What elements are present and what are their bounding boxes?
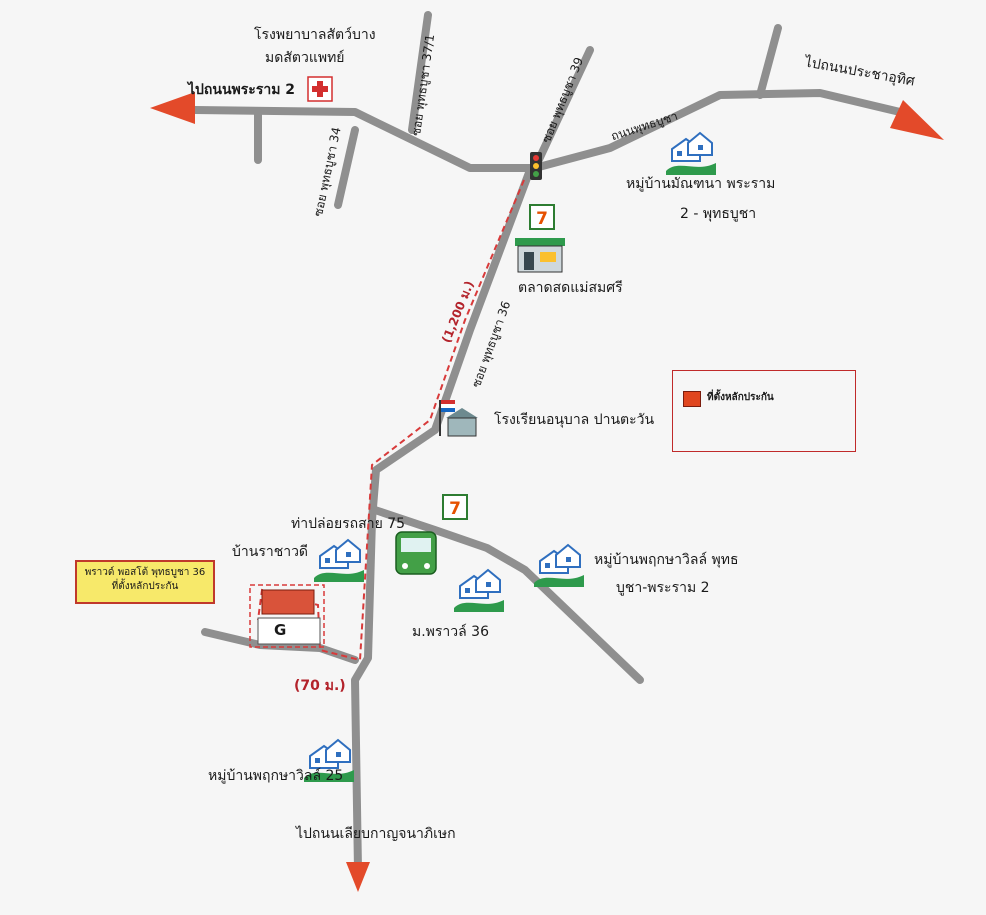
road-soi-39 [531,46,594,172]
label-bus-terminal: ท่าปล่อยรถสาย 75 [291,516,406,532]
label-village-pruksa-2: บูชา-พระราม 2 [616,580,710,596]
arrow-icon-down [346,862,370,892]
road-north-branch [756,24,782,99]
callout-line1: พราวด์ พอสโต้ พุทธบูชา 36 [84,567,206,578]
house-icon [453,569,505,613]
arrow-icon-right [890,100,944,140]
label-school: โรงเรียนอนุบาล ปานตะวัน [494,412,655,428]
house-icon [313,539,365,583]
collateral-plot [249,584,325,648]
traffic-light-icon [530,152,542,180]
house-icon [665,132,717,176]
legend-swatch [683,391,701,407]
house-icon [533,544,585,588]
label-market: ตลาดสดแม่สมศรี [518,280,623,296]
legend-label: ที่ตั้งหลักประกัน [707,392,774,403]
seven-eleven-icon: 7 [442,494,468,520]
bus-icon [395,531,437,575]
road-east-branch [371,506,644,684]
label-village-pruksa-1: หมู่บ้านพฤกษาวิลล์ พุทธ [594,552,739,568]
label-to-kanchana: ไปถนนเลียบกาญจนาภิเษก [296,826,456,842]
label-vet-hospital-2: มดสัตวแพทย์ [265,50,345,66]
svg-text:7: 7 [449,499,461,519]
label-village-manthana-1: หมู่บ้านมัณฑนา พระราม [626,176,776,192]
label-plot-g: G [274,621,287,639]
school-icon [439,400,478,437]
label-distance-70: (70 ม.) [294,678,346,694]
collateral-callout: พราวด์ พอสโต้ พุทธบูชา 36 ที่ตั้งหลักประ… [75,560,215,604]
label-m-prawat: ม.พราวล์ 36 [412,624,489,640]
road-rama2-top [191,89,904,172]
road-soi-36 [351,166,534,874]
arrow-icon-left [150,92,195,124]
seven-eleven-icon: 7 [529,204,555,230]
road-soi-34b [334,126,359,209]
label-village-manthana-2: 2 - พุทธบูชา [680,206,757,222]
hospital-cross-icon [307,76,333,102]
market-icon [515,238,565,273]
label-ban-rachawadi: บ้านราชาวดี [232,544,309,560]
label-vet-hospital-1: โรงพยาบาลสัตว์บาง [254,27,376,43]
label-to-rama2: ไปถนนพระราม 2 [188,82,296,98]
road-soi-37 [408,11,432,134]
label-village-pruksa25: หมู่บ้านพฤกษาวิลล์ 25 [208,768,344,784]
svg-text:7: 7 [536,209,548,229]
map-legend: ที่ตั้งหลักประกัน [672,370,856,452]
callout-line2: ที่ตั้งหลักประกัน [111,580,179,592]
